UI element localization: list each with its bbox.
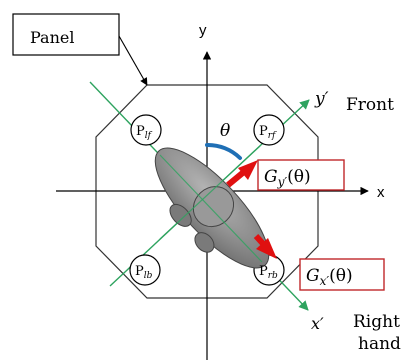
sensor-circle-lb bbox=[129, 254, 161, 286]
sensor-label-rf: Prf bbox=[259, 124, 277, 141]
panel-label: Panel bbox=[30, 28, 74, 47]
sensor-label-rb: Prb bbox=[259, 264, 278, 281]
right-hand-label-line2: hand bbox=[358, 334, 401, 354]
front-label: Front bbox=[346, 95, 394, 115]
x-prime-overlay bbox=[159, 154, 263, 263]
x-axis-label: x bbox=[377, 184, 385, 201]
gx-force-arrow bbox=[253, 233, 277, 259]
gx-label-box bbox=[299, 258, 385, 291]
gy-force-label: Gy′(θ) bbox=[264, 167, 311, 189]
x-prime-axis-label: x′ bbox=[311, 314, 324, 333]
panel-label-box bbox=[12, 13, 120, 56]
gx-force-label: Gx′(θ) bbox=[306, 266, 353, 288]
y-prime-axis-label: y′ bbox=[314, 89, 329, 109]
theta-arc bbox=[205, 142, 242, 160]
person-silhouette bbox=[154, 147, 270, 269]
sensor-circle-lf bbox=[130, 114, 162, 146]
octagon-panel bbox=[95, 84, 319, 299]
y-axis-label: y bbox=[199, 22, 207, 39]
y-prime-overlay bbox=[159, 145, 261, 240]
panel-leader-line bbox=[118, 35, 148, 86]
gy-label-box bbox=[257, 159, 345, 191]
theta-label: θ bbox=[220, 121, 230, 141]
sensor-circle-rf bbox=[253, 114, 285, 146]
right-hand-label-line1: Right bbox=[353, 312, 400, 332]
sensor-label-lf: Plf bbox=[136, 124, 153, 141]
sensor-label-lb: Plb bbox=[135, 264, 153, 281]
gy-force-arrow bbox=[226, 160, 258, 188]
